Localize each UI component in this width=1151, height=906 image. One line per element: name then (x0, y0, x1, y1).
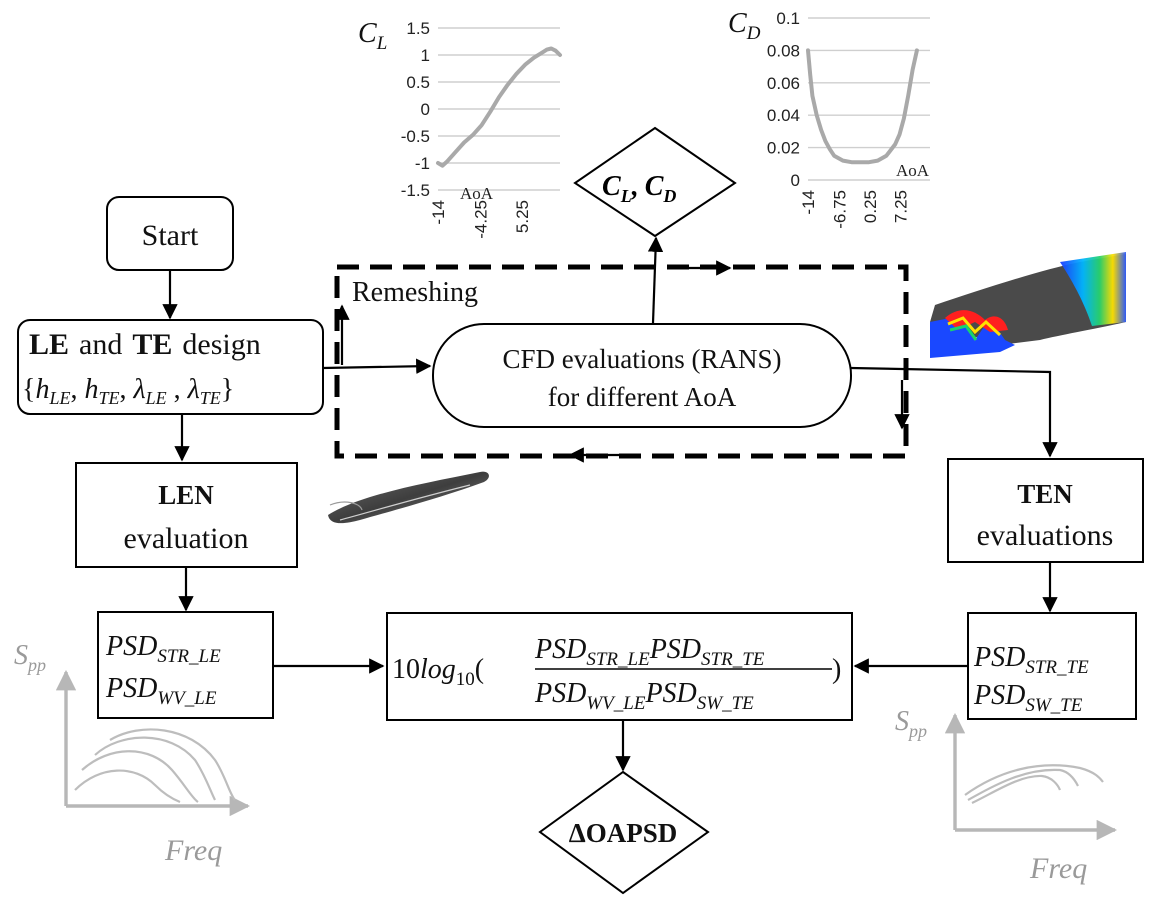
result-label: ΔOAPSD (569, 818, 677, 848)
len-node: LEN evaluation (75, 462, 298, 568)
connectors (162, 236, 1058, 772)
psd-wv-le: PSDWV_LE (105, 673, 217, 709)
len-line2: evaluation (124, 522, 249, 555)
y-tick-label: 0.04 (767, 106, 800, 125)
ten-line2: evaluations (977, 519, 1114, 552)
y-tick-label: 0 (421, 100, 430, 119)
cfd-node: CFD evaluations (RANS) for different AoA (432, 323, 852, 428)
x-tick-label: 7.25 (892, 190, 911, 223)
y-tick-label: 0.02 (767, 139, 800, 158)
cl-cd-label: CL,CD (602, 171, 676, 206)
remeshing-label: Remeshing (352, 277, 478, 308)
y-tick-label: 0.08 (767, 41, 800, 60)
y-tick-label: -1.5 (401, 181, 430, 200)
y-tick-label: -1 (415, 154, 430, 173)
x-tick-label: 5.25 (513, 200, 532, 233)
y-tick-label: -0.5 (401, 127, 430, 146)
x-tick-label: -6.75 (831, 190, 850, 229)
cl-aoa-label: AoA (460, 184, 494, 203)
formula-node: 10log10( PSDSTR_LEPSDSTR_TE PSDWV_LEPSDS… (386, 612, 853, 721)
spp-label-right: Spp (895, 706, 927, 741)
freq-label-right: Freq (1029, 852, 1087, 885)
formula-close: ) (832, 654, 841, 685)
len-line1: LEN (158, 480, 214, 510)
cd-chart: CD AoA 0.1 0.08 0.06 0.04 0.02 0-14 -6.75 0.25 7… (728, 8, 930, 229)
start-node: Start (106, 196, 234, 271)
cl-chart: CL AoA 1.5 1 0.5 0 -0.5 -1 -1.5-14 -4.25 5.25 (358, 18, 562, 239)
serrated-wing-image (328, 471, 489, 524)
y-tick-label: 1 (421, 46, 430, 65)
cl-cd-output-diamond: CL,CD (573, 126, 737, 238)
psd-str-te: PSDSTR_TE (973, 642, 1089, 678)
arrow-cfd-clcd (647, 236, 664, 324)
y-tick-label: 0.5 (406, 73, 430, 92)
spectrum-sketch-right: Spp Freq (895, 706, 1118, 885)
psd-le-node: PSDSTR_LE PSDWV_LE (97, 611, 274, 719)
x-tick-label: -14 (429, 200, 448, 225)
cl-axis-label: CL (358, 18, 387, 54)
cfd-line1: CFD evaluations (RANS) (503, 344, 782, 374)
result-diamond: ΔOAPSD (538, 770, 710, 895)
spectrum-sketch-left: Spp Freq (14, 640, 251, 867)
freq-label-left: Freq (164, 834, 222, 867)
y-tick-label: 1.5 (406, 19, 430, 38)
y-tick-label: 0 (791, 171, 800, 190)
arrow-design-cfd (322, 358, 432, 374)
cfd-line2: for different AoA (548, 382, 737, 412)
cd-aoa-label: AoA (896, 161, 930, 180)
arrow-cfd-ten (850, 366, 1058, 458)
start-label: Start (142, 219, 199, 252)
cd-axis-label: CD (728, 8, 761, 44)
psd-te-node: PSDSTR_TE PSDSW_TE (967, 612, 1137, 720)
x-tick-label: -14 (799, 190, 818, 215)
spp-label-left: Spp (14, 640, 46, 675)
ten-node: TEN evaluations (947, 458, 1144, 563)
chart-series-line (436, 46, 562, 168)
chart-series-line (806, 48, 919, 165)
ten-line1: TEN (1017, 479, 1073, 509)
design-params: {hLE, hTE, λLE , λTE} (22, 374, 234, 408)
y-tick-label: 0.06 (767, 74, 800, 93)
x-tick-label: -4.25 (471, 200, 490, 239)
y-tick-label: 0.1 (776, 9, 800, 28)
x-tick-label: 0.25 (861, 190, 880, 223)
psd-str-le: PSDSTR_LE (105, 631, 221, 667)
psd-sw-te: PSDSW_TE (973, 680, 1083, 716)
cfd-render-image (930, 252, 1126, 358)
remeshing-loop: Remeshing (334, 260, 910, 463)
